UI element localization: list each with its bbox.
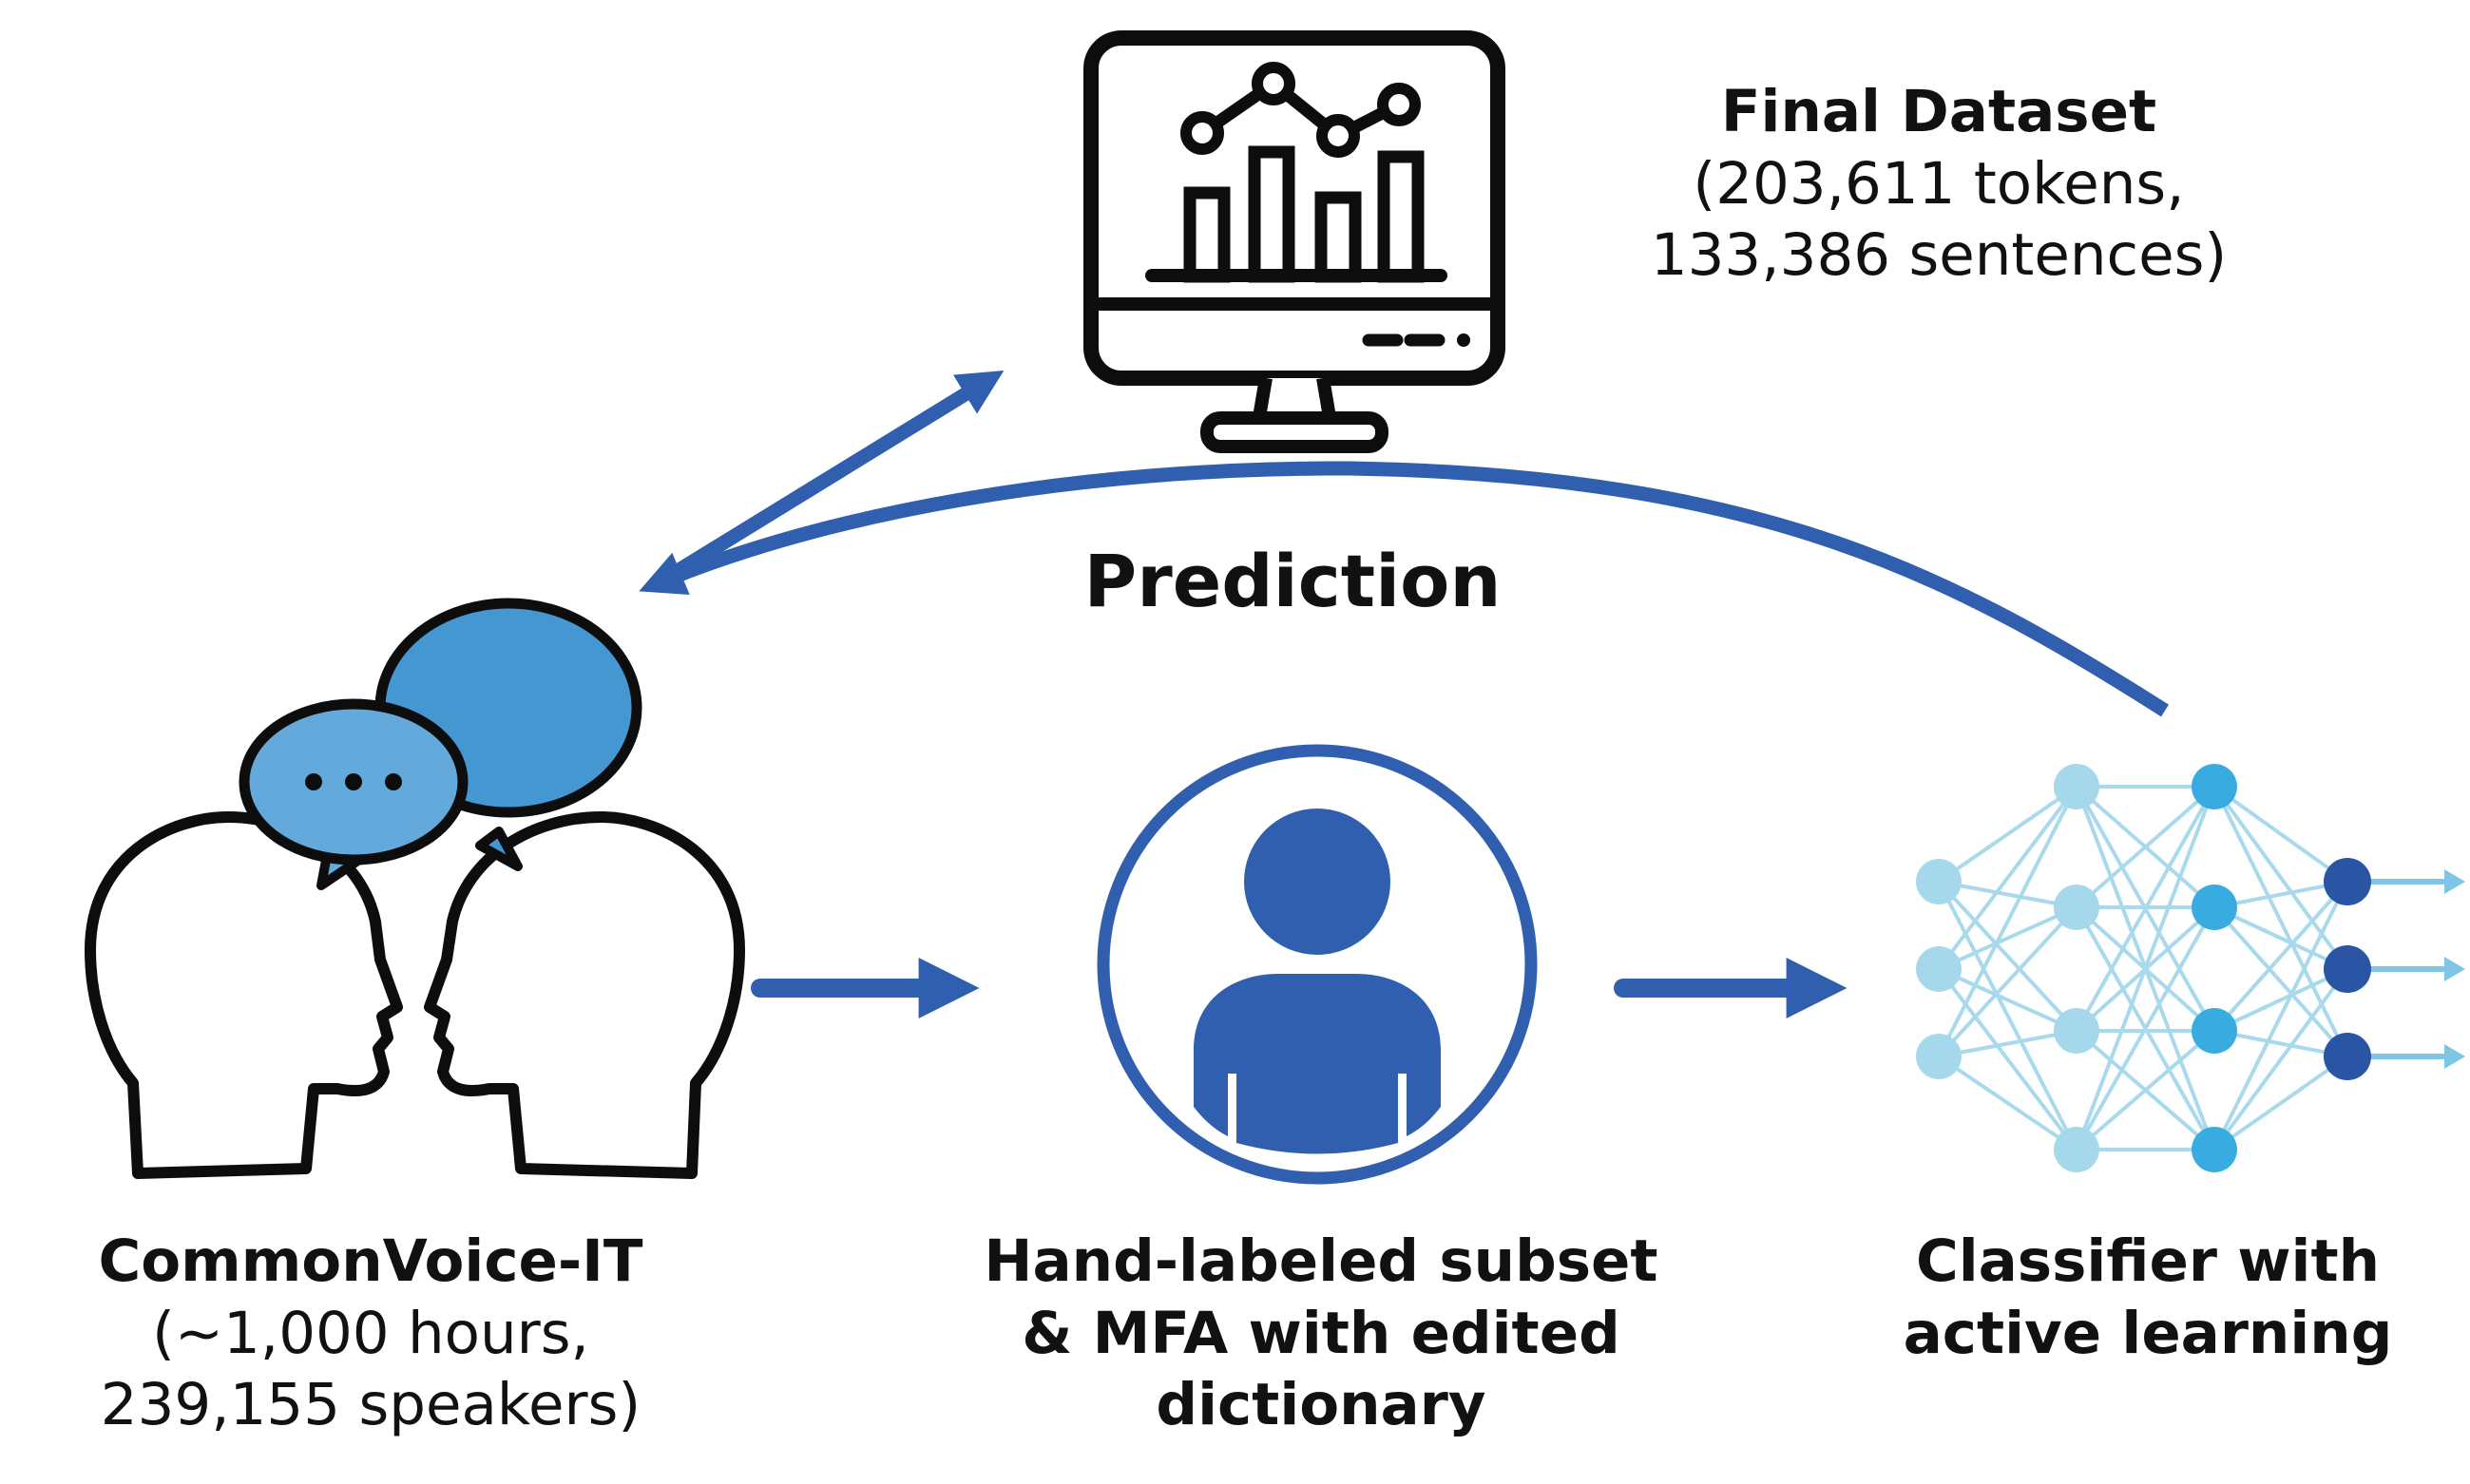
nn-node	[2054, 885, 2099, 930]
nn-node	[2324, 945, 2371, 993]
right-head-icon	[424, 811, 745, 1179]
nn-node	[2054, 1127, 2099, 1172]
final-dataset-title: Final Dataset	[1720, 78, 2157, 145]
nn-edge	[1938, 1029, 2077, 1058]
hand-labeled-line-3: dictionary	[1156, 1371, 1486, 1439]
classifier-line-2: active learning	[1903, 1299, 2393, 1367]
neural-network-icon	[1916, 764, 2465, 1172]
nn-edge	[2075, 786, 2216, 1032]
person-circle-icon	[1097, 744, 1538, 1185]
nn-edge	[2212, 880, 2349, 1033]
nn-output-arrowhead	[2444, 869, 2465, 894]
nn-edge	[1937, 785, 2078, 884]
nn-edge	[2075, 785, 2216, 909]
people-speech-bubbles-icon	[85, 598, 745, 1179]
nn-edge	[2212, 881, 2349, 1151]
nn-node	[2192, 764, 2237, 809]
nn-node	[1916, 946, 1962, 992]
commonvoice-hours: (~1,000 hours,	[152, 1299, 589, 1367]
nn-output-arrowhead	[2444, 957, 2465, 981]
prediction-arrow	[639, 461, 2170, 717]
nn-edge	[2213, 905, 2348, 971]
nn-edge	[2212, 967, 2349, 1151]
nn-edge	[1938, 905, 2077, 971]
nn-edge	[1937, 881, 2078, 1151]
nn-edge	[1938, 967, 2077, 1033]
hand-labeled-label: Hand-labeled subset & MFA with edited di…	[950, 1226, 1692, 1441]
nn-node	[2324, 1033, 2371, 1080]
final-dataset-tokens: (203,611 tokens,	[1693, 149, 2185, 218]
prediction-label: Prediction	[1083, 539, 1502, 623]
front-speech-bubble-icon	[239, 698, 469, 890]
nn-edge	[1937, 785, 2078, 971]
nn-node	[1916, 859, 1962, 904]
nn-node	[2054, 764, 2099, 809]
arrow-to-final-dataset	[652, 370, 1005, 591]
classifier-label: Classifier with active learning	[1844, 1226, 2452, 1369]
final-dataset-sentences: 133,386 sentences)	[1650, 221, 2228, 290]
nn-node	[2324, 858, 2371, 905]
nn-edge	[1937, 905, 2078, 1058]
commonvoice-label: CommonVoice-IT (~1,000 hours, 239,155 sp…	[19, 1226, 722, 1441]
nn-edge	[2212, 785, 2349, 971]
arrows	[639, 370, 2170, 1019]
nn-edge	[1937, 1055, 2078, 1151]
classifier-line-1: Classifier with	[1915, 1227, 2381, 1295]
nn-node	[2192, 1127, 2237, 1172]
left-head-icon	[85, 811, 403, 1179]
nn-edge	[1937, 967, 2078, 1151]
nn-node	[2192, 885, 2237, 930]
commonvoice-title: CommonVoice-IT	[98, 1227, 643, 1295]
nn-node	[2054, 1008, 2099, 1054]
nn-edge	[1938, 880, 2077, 909]
nn-edge	[2212, 785, 2349, 884]
nn-edge	[2075, 786, 2216, 1151]
nn-edge	[1937, 786, 2078, 1057]
monitor-chart-icon	[1083, 30, 1505, 453]
hand-labeled-line-1: Hand-labeled subset	[984, 1227, 1658, 1295]
nn-edge	[2075, 906, 2216, 1151]
ellipsis-dot	[305, 773, 322, 790]
nn-node	[2192, 1008, 2237, 1054]
ellipsis-dot	[385, 773, 402, 790]
hand-labeled-line-2: & MFA with edited	[1022, 1299, 1620, 1367]
nn-edge	[2212, 1055, 2349, 1151]
nn-edge	[2212, 786, 2349, 1057]
commonvoice-speakers: 239,155 speakers)	[100, 1371, 641, 1439]
ellipsis-dot	[345, 773, 362, 790]
nn-edge	[2212, 905, 2349, 1058]
nn-edge	[2075, 1029, 2216, 1151]
final-dataset-label: Final Dataset (203,611 tokens, 133,386 s…	[1578, 76, 2300, 292]
nn-output-arrowhead	[2444, 1044, 2465, 1069]
nn-edge	[2213, 967, 2348, 1033]
nn-node	[1916, 1034, 1962, 1079]
nn-edge	[1937, 880, 2078, 1033]
